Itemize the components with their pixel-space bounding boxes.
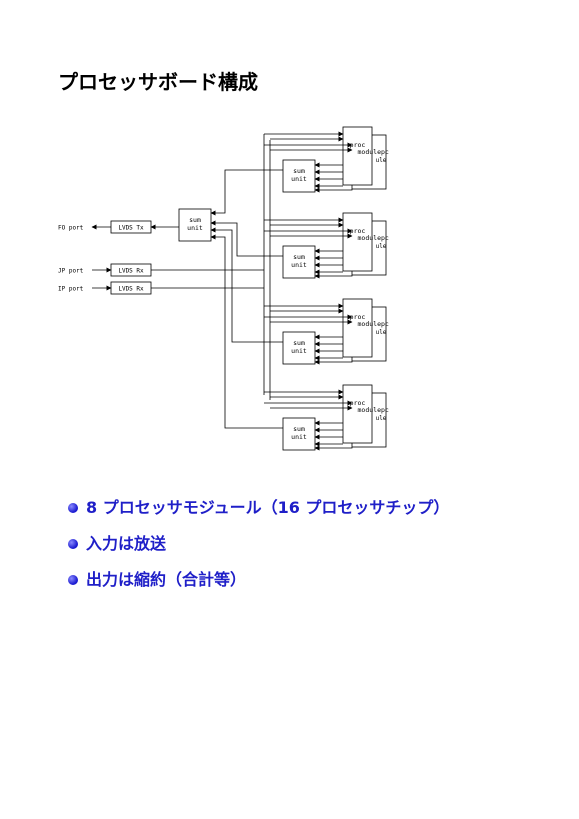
proc-module-label: ule [376, 157, 387, 164]
bullet-item-modules: 8 プロセッサモジュール（16 プロセッサチップ） [68, 497, 449, 533]
bullet-dot-icon [68, 575, 78, 585]
local-sum-unit-label: sum [293, 339, 305, 347]
bullet-item-input: 入力は放送 [68, 533, 449, 569]
local-sum-unit-label: sum [293, 425, 305, 433]
bullet-dot-icon [68, 503, 78, 513]
local-sum-unit-label: unit [291, 261, 307, 269]
proc-module [342, 212, 373, 272]
page-title: プロセッサボード構成 [58, 70, 258, 94]
local-sum-unit-label: unit [291, 175, 307, 183]
lvds-label: LVDS Tx [118, 225, 144, 232]
reduce-line [210, 169, 283, 216]
reduce-line [210, 234, 283, 429]
module-to-sum-arrow [314, 187, 353, 193]
proc-module-label: proc [350, 399, 366, 407]
proc-module-label: ule [376, 329, 387, 336]
module-to-sum-arrow [314, 273, 353, 279]
lvds-label: LVDS Rx [118, 286, 144, 293]
proc-module-label: ule [376, 243, 387, 250]
proc-module [342, 384, 373, 444]
proc-module-label: proc [350, 313, 366, 321]
local-sum-unit [282, 417, 316, 451]
proc-module-label: modulepc [358, 234, 389, 242]
module-to-sum-arrow [314, 359, 353, 365]
main-sum-unit [178, 208, 212, 242]
reduce-line [210, 220, 283, 257]
bullet-dot-icon [68, 539, 78, 549]
local-sum-unit-label: unit [291, 347, 307, 355]
proc-module-label: modulepc [358, 148, 389, 156]
local-sum-unit [282, 245, 316, 279]
module-to-sum-arrow [314, 445, 353, 451]
proc-module [342, 298, 373, 358]
proc-module-label: modulepc [358, 406, 389, 414]
proc-module-label: proc [350, 227, 366, 235]
local-sum-unit [282, 331, 316, 365]
local-sum-unit [282, 159, 316, 193]
bullet-list: 8 プロセッサモジュール（16 プロセッサチップ） 入力は放送 出力は縮約（合計… [68, 497, 449, 605]
local-sum-unit-label: unit [291, 433, 307, 441]
main-sum-unit-label: sum [189, 216, 201, 224]
bullet-text: 8 プロセッサモジュール（16 プロセッサチップ） [86, 498, 450, 517]
bullet-text: 入力は放送 [86, 534, 167, 553]
port-label: IP port [58, 286, 84, 293]
proc-module [342, 126, 373, 186]
proc-module-label: modulepc [358, 320, 389, 328]
local-sum-unit-label: sum [293, 253, 305, 261]
port-label: FO port [58, 225, 84, 232]
reduce-line [210, 227, 283, 343]
local-sum-unit-label: sum [293, 167, 305, 175]
main-sum-unit-label: unit [187, 224, 203, 232]
proc-module-label: ule [376, 415, 387, 422]
bullet-item-output: 出力は縮約（合計等） [68, 569, 449, 605]
lvds-label: LVDS Rx [118, 268, 144, 275]
bullet-text: 出力は縮約（合計等） [86, 570, 247, 589]
port-label: JP port [58, 268, 84, 275]
proc-module-label: proc [350, 141, 366, 149]
